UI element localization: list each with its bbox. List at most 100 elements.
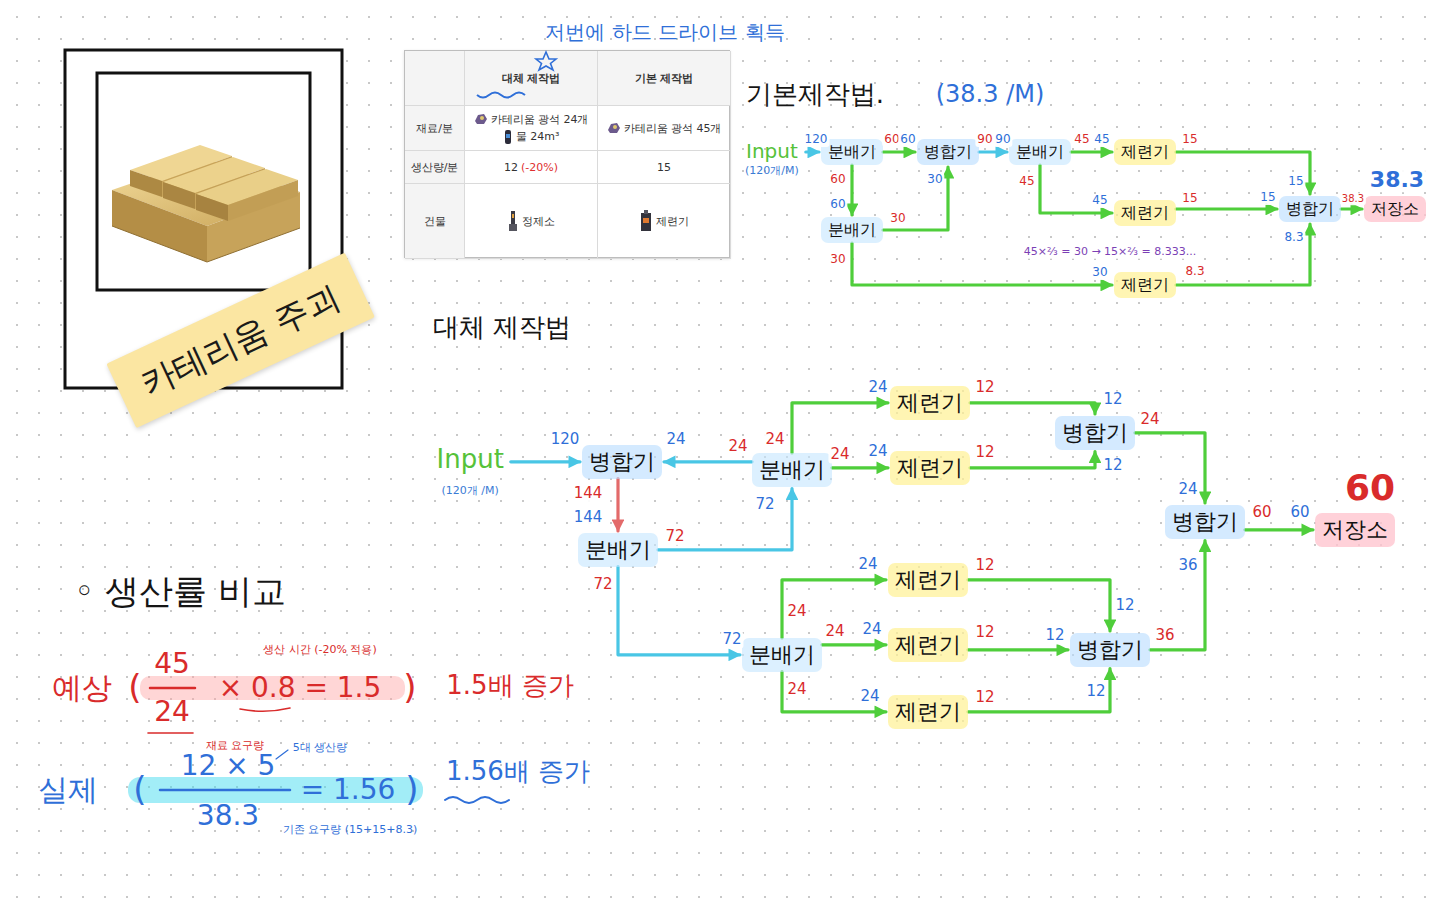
table-cell — [405, 51, 465, 106]
node-text: 저장소 — [1322, 516, 1388, 544]
note-text: = 1.56 — [301, 774, 396, 806]
callout-number: 30 — [925, 173, 944, 187]
note-text: 생산 시간 (-20% 적용) — [263, 644, 377, 657]
callout-number: 24 — [763, 431, 786, 448]
callout-number: 15 — [1180, 133, 1199, 147]
callout-number: 72 — [720, 631, 743, 648]
process-node: 제련기 — [888, 695, 968, 729]
flow-arrow — [616, 479, 619, 532]
callout-number: 12 — [973, 379, 996, 396]
node-text: 병합기 — [589, 448, 655, 476]
process-node: Input(120개 /M) — [430, 440, 511, 500]
process-node: 병합기 — [582, 445, 662, 479]
callout-number: 15 — [1180, 192, 1199, 206]
process-node: 제련기 — [1114, 200, 1176, 226]
node-text: (120개 /M) — [437, 484, 504, 498]
node-text: 분배기 — [749, 641, 815, 669]
callout-number: 144 — [572, 509, 605, 526]
flow-arrow — [1245, 528, 1313, 531]
process-node: 병합기 — [1279, 196, 1341, 222]
process-node: 병합기 — [1165, 505, 1245, 539]
ore-icon — [607, 122, 621, 134]
note-text: 기존 요구량 (15+15+8.3) — [283, 824, 418, 837]
process-node: Input(120개/M) — [738, 136, 806, 181]
callout-number: 8.3 — [1282, 231, 1305, 245]
process-node: 분배기 — [1009, 139, 1071, 165]
process-node: 분배기 — [821, 139, 883, 165]
callout-number: 24 — [785, 681, 808, 698]
table-cell: 재료/분 — [405, 106, 465, 151]
callout-number: 72 — [753, 496, 776, 513]
process-node: 병합기 — [1055, 416, 1135, 450]
node-text: 제련기 — [1121, 275, 1169, 295]
note-text: 45 — [154, 648, 190, 680]
callout-number: 12 — [1043, 627, 1066, 644]
process-node: 저장소 — [1364, 196, 1426, 222]
process-node: 분배기 — [821, 217, 883, 243]
node-text: 병합기 — [1286, 199, 1334, 219]
note-text: 5대 생산량 — [293, 742, 348, 755]
note-text: 24 — [154, 696, 190, 728]
process-node: 저장소 — [1315, 513, 1395, 547]
flow-arrow — [850, 165, 853, 215]
note-text: 기본제작법. — [746, 80, 884, 110]
callout-number: 24 — [828, 446, 851, 463]
table-cell: 15 — [598, 151, 731, 184]
node-text: 제련기 — [1121, 142, 1169, 162]
node-text: 제련기 — [897, 454, 963, 482]
table-text: 건물 — [424, 215, 446, 228]
table-text: 카테리움 광석 24개 — [491, 113, 589, 126]
callout-number: 90 — [993, 133, 1012, 147]
callout-number: 24 — [823, 623, 846, 640]
table-cell: 건물 — [405, 184, 465, 259]
flow-arrow — [822, 643, 886, 646]
table-text: 기본 제작법 — [635, 72, 694, 85]
table-text: 물 24m³ — [516, 130, 560, 143]
process-node: 분배기 — [578, 533, 658, 567]
node-text: 병합기 — [1062, 419, 1128, 447]
flow-arrow — [968, 648, 1068, 651]
note-text: 실제 — [38, 773, 98, 808]
callout-number: 15 — [1258, 191, 1277, 205]
flow-arrow — [511, 460, 580, 463]
flow-arrow — [806, 150, 819, 153]
note-text: 대체 제작법 — [433, 313, 571, 343]
table-text: 정제소 — [522, 215, 555, 228]
flow-arrow — [832, 466, 888, 469]
callout-number: 38.3 — [1340, 193, 1366, 205]
callout-number: 24 — [785, 603, 808, 620]
flow-arrow — [883, 167, 948, 230]
process-node: 제련기 — [888, 563, 968, 597]
callout-number: 45 — [1072, 133, 1091, 147]
process-node: 제련기 — [890, 451, 970, 485]
callout-number: 30 — [828, 253, 847, 267]
smelter-icon — [639, 210, 653, 232]
callout-number: 60 — [828, 198, 847, 212]
callout-number: 90 — [975, 133, 994, 147]
callout-number: 24 — [856, 556, 879, 573]
flow-arrow — [664, 460, 752, 463]
note-text: 1.56배 증가 — [446, 757, 590, 787]
callout-number: 45×⅔ = 30 → 15×⅔ = 8.333... — [1022, 246, 1198, 259]
process-node: 분배기 — [752, 453, 832, 487]
table-cell: 카테리움 광석 24개 물 24m³ — [465, 106, 598, 151]
callout-number: 12 — [973, 624, 996, 641]
node-text: 병합기 — [1172, 508, 1238, 536]
table-text: 카테리움 광석 45개 — [624, 122, 722, 135]
table-text: (-20%) — [521, 161, 558, 174]
callout-number: 24 — [664, 431, 687, 448]
callout-number: 24 — [1176, 481, 1199, 498]
callout-number: 72 — [591, 576, 614, 593]
callout-number: 12 — [973, 444, 996, 461]
process-node: 제련기 — [1114, 272, 1176, 298]
callout-number: 36 — [1176, 557, 1199, 574]
table-text: 재료/분 — [416, 122, 453, 135]
table-cell: 기본 제작법 — [598, 51, 731, 106]
water-icon — [503, 129, 513, 145]
note-text: ) — [403, 668, 416, 707]
ingot-illustration — [112, 145, 300, 262]
table-cell: 대체 제작법 — [465, 51, 598, 106]
callout-number: 45 — [1090, 194, 1109, 208]
callout-number: 24 — [866, 379, 889, 396]
process-node: 분배기 — [742, 638, 822, 672]
